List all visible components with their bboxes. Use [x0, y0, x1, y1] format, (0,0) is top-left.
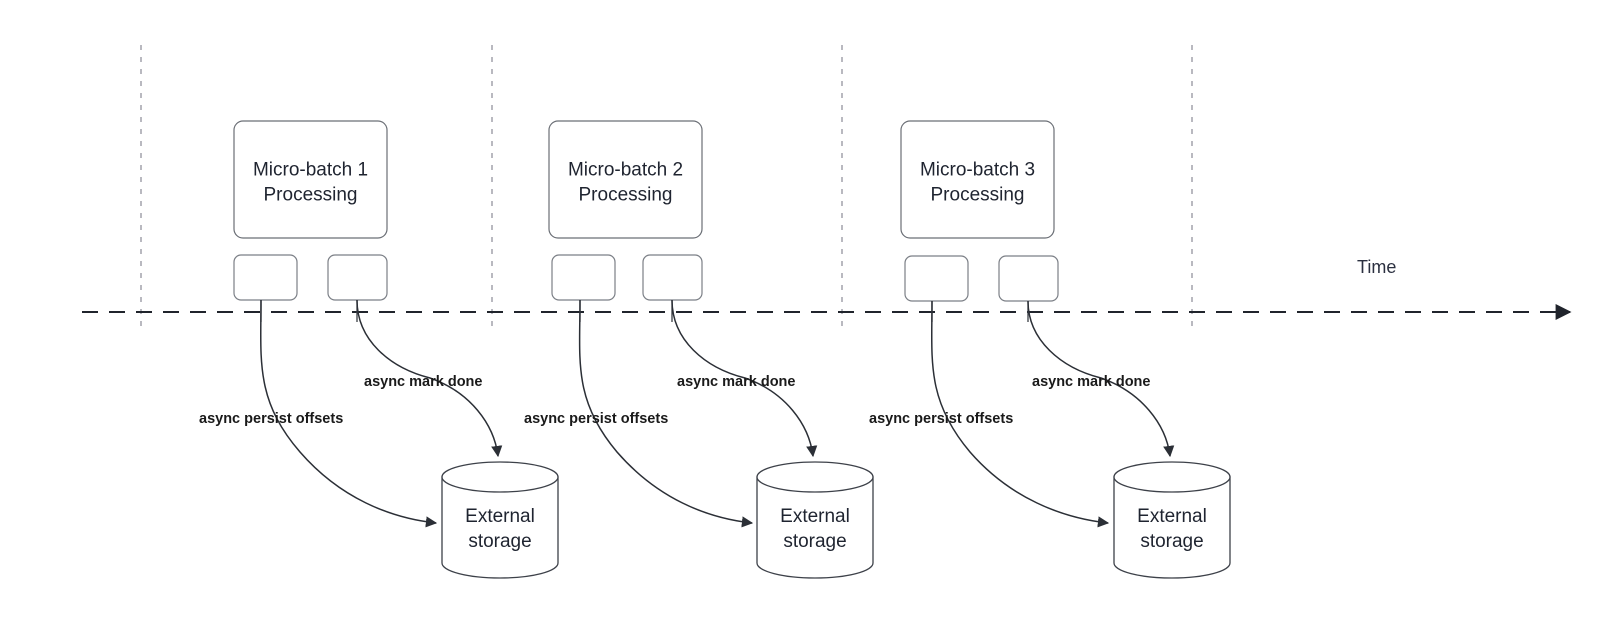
external-storage-label-line1: External — [780, 506, 850, 527]
mini-box-left[interactable] — [233, 254, 298, 301]
external-storage-label-line1: External — [1137, 506, 1207, 527]
external-storage-label-line2: storage — [468, 531, 531, 552]
external-storage-cylinder-top — [441, 461, 559, 493]
persist-offsets-edge-label: async persist offsets — [869, 411, 1013, 427]
mini-box-right[interactable] — [327, 254, 388, 301]
micro-batch-box[interactable] — [900, 120, 1055, 239]
mark-done-edge — [356, 299, 503, 458]
mini-box-left[interactable] — [904, 255, 969, 302]
mini-box-right[interactable] — [642, 254, 703, 301]
persist-offsets-edge — [930, 300, 1110, 528]
mark-done-edge-label: async mark done — [364, 374, 482, 390]
persist-offsets-edge-label: async persist offsets — [199, 411, 343, 427]
micro-batch-label-line2: Processing — [579, 185, 673, 206]
micro-batch-label-line1: Micro-batch 2 — [568, 160, 683, 181]
external-storage-label-line2: storage — [783, 531, 846, 552]
mini-box-left[interactable] — [551, 254, 616, 301]
persist-offsets-edge-label: async persist offsets — [524, 411, 668, 427]
time-axis-label: Time — [1357, 257, 1396, 277]
persist-offsets-edge — [259, 299, 438, 528]
external-storage-cylinder-body[interactable] — [756, 476, 874, 579]
external-storage-cylinder-top — [1113, 461, 1231, 493]
external-storage-cylinder-top — [756, 461, 874, 493]
micro-batch-box[interactable] — [548, 120, 703, 239]
micro-batch-label-line2: Processing — [931, 185, 1025, 206]
external-storage-cylinder-body[interactable] — [1113, 476, 1231, 579]
external-storage-cylinder-body[interactable] — [441, 476, 559, 579]
micro-batch-label-line2: Processing — [264, 185, 358, 206]
mark-done-edge — [1027, 300, 1175, 458]
micro-batch-label-line1: Micro-batch 1 — [253, 160, 368, 181]
mini-box-right[interactable] — [998, 255, 1059, 302]
micro-batch-label-line1: Micro-batch 3 — [920, 160, 1035, 181]
external-storage-label-line1: External — [465, 506, 535, 527]
persist-offsets-edge — [578, 299, 754, 528]
mark-done-edge-label: async mark done — [677, 374, 795, 390]
mark-done-edge — [671, 299, 818, 458]
micro-batch-box[interactable] — [233, 120, 388, 239]
external-storage-label-line2: storage — [1140, 531, 1203, 552]
axis-label-layer: Time — [1357, 257, 1396, 277]
mark-done-edge-label: async mark done — [1032, 374, 1150, 390]
